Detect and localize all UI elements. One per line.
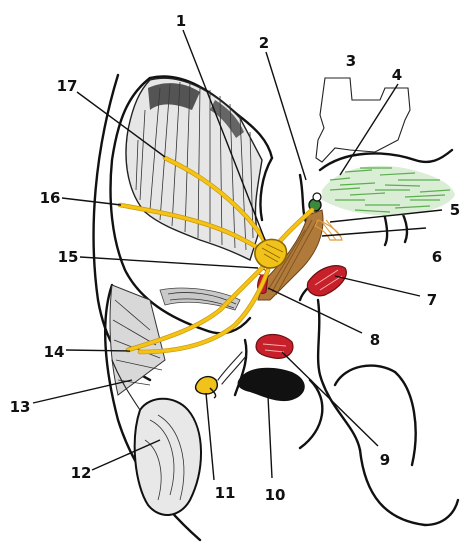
green-fibers-4 [322, 166, 455, 216]
hatched-band-lower [110, 285, 240, 395]
structure-11 [196, 352, 246, 398]
label-7: 7 [427, 291, 437, 309]
region-3-outline [316, 78, 410, 162]
number-labels: 1 2 3 4 5 6 7 8 9 10 11 12 13 14 15 16 1… [10, 12, 460, 504]
hatched-muscle-upper [126, 78, 262, 260]
label-16: 16 [40, 189, 61, 207]
label-14: 14 [44, 343, 65, 361]
label-8: 8 [370, 331, 380, 349]
ganglion [255, 239, 287, 268]
red-muscle-9 [256, 335, 293, 359]
label-15: 15 [58, 248, 79, 266]
label-13: 13 [10, 398, 31, 416]
label-9: 9 [380, 451, 390, 469]
red-muscle-7 [307, 266, 346, 296]
label-1: 1 [176, 12, 186, 30]
black-cavity-10 [238, 368, 305, 401]
label-2: 2 [259, 34, 269, 52]
label-10: 10 [265, 486, 286, 504]
label-12: 12 [71, 464, 92, 482]
label-11: 11 [215, 484, 236, 502]
label-3: 3 [346, 52, 356, 70]
label-5: 5 [450, 201, 460, 219]
label-17: 17 [57, 77, 78, 95]
label-6: 6 [432, 248, 442, 266]
label-4: 4 [392, 66, 402, 84]
structure-12 [135, 399, 201, 515]
